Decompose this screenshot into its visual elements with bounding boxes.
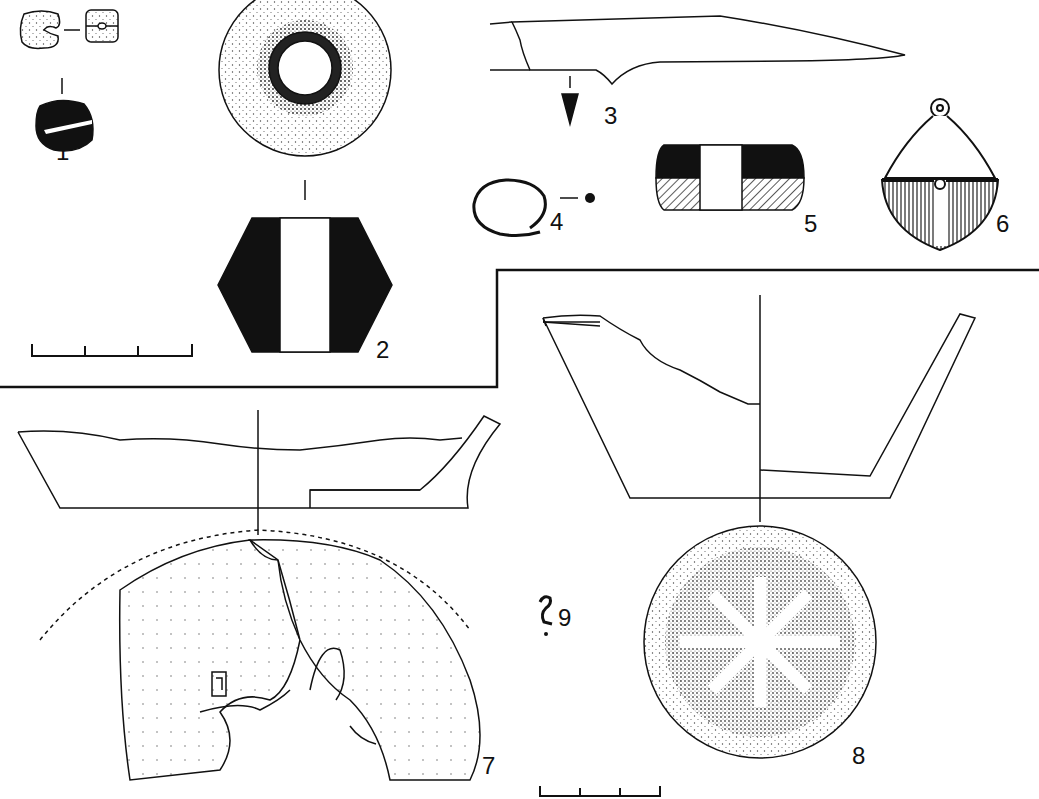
callout-number: 6 [996, 212, 1009, 236]
callout-number: 2 [376, 338, 389, 362]
callout-number: 4 [550, 210, 563, 234]
callout-number: 5 [804, 212, 817, 236]
callout-number: 1 [56, 140, 69, 164]
callout-number: 7 [482, 754, 495, 778]
callout-number: 3 [604, 104, 617, 128]
callout-number: 9 [558, 606, 571, 630]
callout-number: 8 [852, 744, 865, 768]
